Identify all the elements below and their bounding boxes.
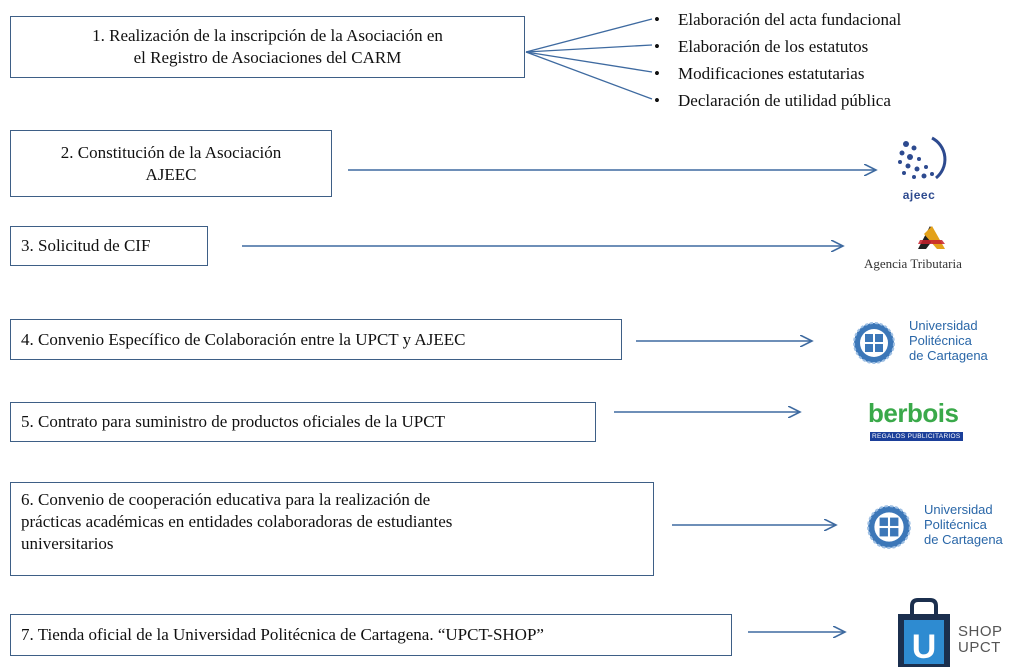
step-6-line-1: 6. Convenio de cooperación educativa par… [21,490,431,509]
bullet-item: Modificaciones estatutarias [650,60,901,87]
step-1-line-2: el Registro de Asociaciones del CARM [133,48,402,67]
upct-shop-logo: U SHOP UPCT [896,598,1021,667]
fan-line-1 [525,18,653,53]
upct-a-line-2: Politécnica [909,333,972,348]
shop-text: SHOP UPCT [958,624,1003,656]
upct-logo-a: Universidad Politécnica de Cartagena [852,316,1012,370]
shop-line-1: SHOP [958,623,1003,640]
step-box-7: 7. Tienda oficial de la Universidad Poli… [10,614,732,656]
step-2-line-1: 2. Constitución de la Asociación [60,142,282,162]
step-box-2: 2. Constitución de la Asociación AJEEC [10,130,332,197]
upct-a-line-1: Universidad [909,318,978,333]
berbois-logo: berbois REGALOS PUBLICITARIOS [868,398,978,446]
step-box-6: 6. Convenio de cooperación educativa par… [10,482,654,576]
upct-logo-b: Universidad Politécnica de Cartagena [866,500,1021,556]
agencia-tributaria-text: Agencia Tributaria [864,256,962,271]
upct-a-line-3: de Cartagena [909,348,988,363]
ajeec-logo-text: ajeec [902,188,936,202]
step-7-line-1: 7. Tienda oficial de la Universidad Poli… [21,625,544,644]
berbois-subtitle: REGALOS PUBLICITARIOS [870,432,963,441]
step-box-3: 3. Solicitud de CIF [10,226,208,266]
agencia-tributaria-logo: Agencia Tributaria [862,222,992,274]
step-4-line-1: 4. Convenio Específico de Colaboración e… [21,329,466,349]
step-6-line-2: prácticas académicas en entidades colabo… [21,512,453,531]
upct-b-line-1: Universidad [924,502,993,517]
ajeec-logo: ajeec [884,132,954,206]
shop-line-2: UPCT [958,639,1001,656]
step-2-line-2: AJEEC [145,164,197,184]
fan-line-4 [525,51,653,100]
ajeec-logo-icon [898,136,947,180]
fan-line-2 [525,44,653,53]
bullet-item: Declaración de utilidad pública [650,87,901,114]
step-3-line-1: 3. Solicitud de CIF [21,236,151,255]
step-box-4: 4. Convenio Específico de Colaboración e… [10,319,622,360]
upct-a-text: Universidad Politécnica de Cartagena [909,318,988,363]
step-6-line-3: universitarios [21,534,114,553]
bullet-item: Elaboración del acta fundacional [650,6,901,33]
step-5-line-1: 5. Contrato para suministro de productos… [21,412,445,431]
berbois-logo-icon: berbois [868,398,959,428]
upct-b-text: Universidad Politécnica de Cartagena [924,502,1003,547]
upct-b-line-3: de Cartagena [924,532,1003,547]
shopping-bag-icon: U [898,598,950,667]
agencia-tributaria-logo-icon [918,226,945,249]
fan-line-3 [525,51,653,73]
upct-logo-icon [867,505,911,549]
step-1-line-1: 1. Realización de la inscripción de la A… [92,26,443,45]
shop-letter: U [912,628,937,666]
upct-b-line-2: Politécnica [924,517,987,532]
step-box-5: 5. Contrato para suministro de productos… [10,402,596,442]
bullet-list: Elaboración del acta fundacional Elabora… [650,6,901,114]
bullet-item: Elaboración de los estatutos [650,33,901,60]
step-box-1: 1. Realización de la inscripción de la A… [10,16,525,78]
upct-logo-icon [853,322,895,364]
